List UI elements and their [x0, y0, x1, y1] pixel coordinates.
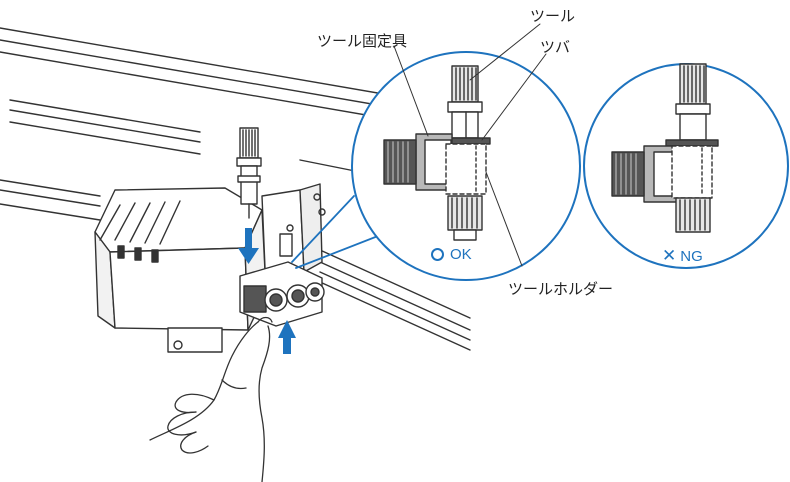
ng-detail-circle	[583, 63, 789, 269]
ok-text: OK	[450, 246, 472, 263]
label-tool-holder: ツールホルダー	[508, 280, 614, 298]
ng-cross-icon: ✕	[662, 246, 677, 265]
label-flange: ツバ	[540, 38, 571, 56]
up-arrow-icon	[278, 320, 296, 354]
down-arrow-icon	[238, 228, 259, 264]
holder-assembly	[239, 233, 325, 327]
leader-lines	[393, 23, 547, 267]
ng-text: NG	[680, 247, 703, 265]
callout-pointer	[291, 195, 379, 269]
hand	[149, 316, 273, 482]
label-tool-holder-fixture: ツール固定具	[317, 32, 408, 50]
ng-status: ✕ NG	[662, 246, 703, 266]
ok-circle-icon	[431, 248, 444, 261]
ok-status: OK	[431, 246, 472, 263]
ok-detail-circle	[351, 51, 581, 281]
label-tool: ツール	[530, 7, 576, 25]
tool-on-carriage	[236, 127, 262, 219]
